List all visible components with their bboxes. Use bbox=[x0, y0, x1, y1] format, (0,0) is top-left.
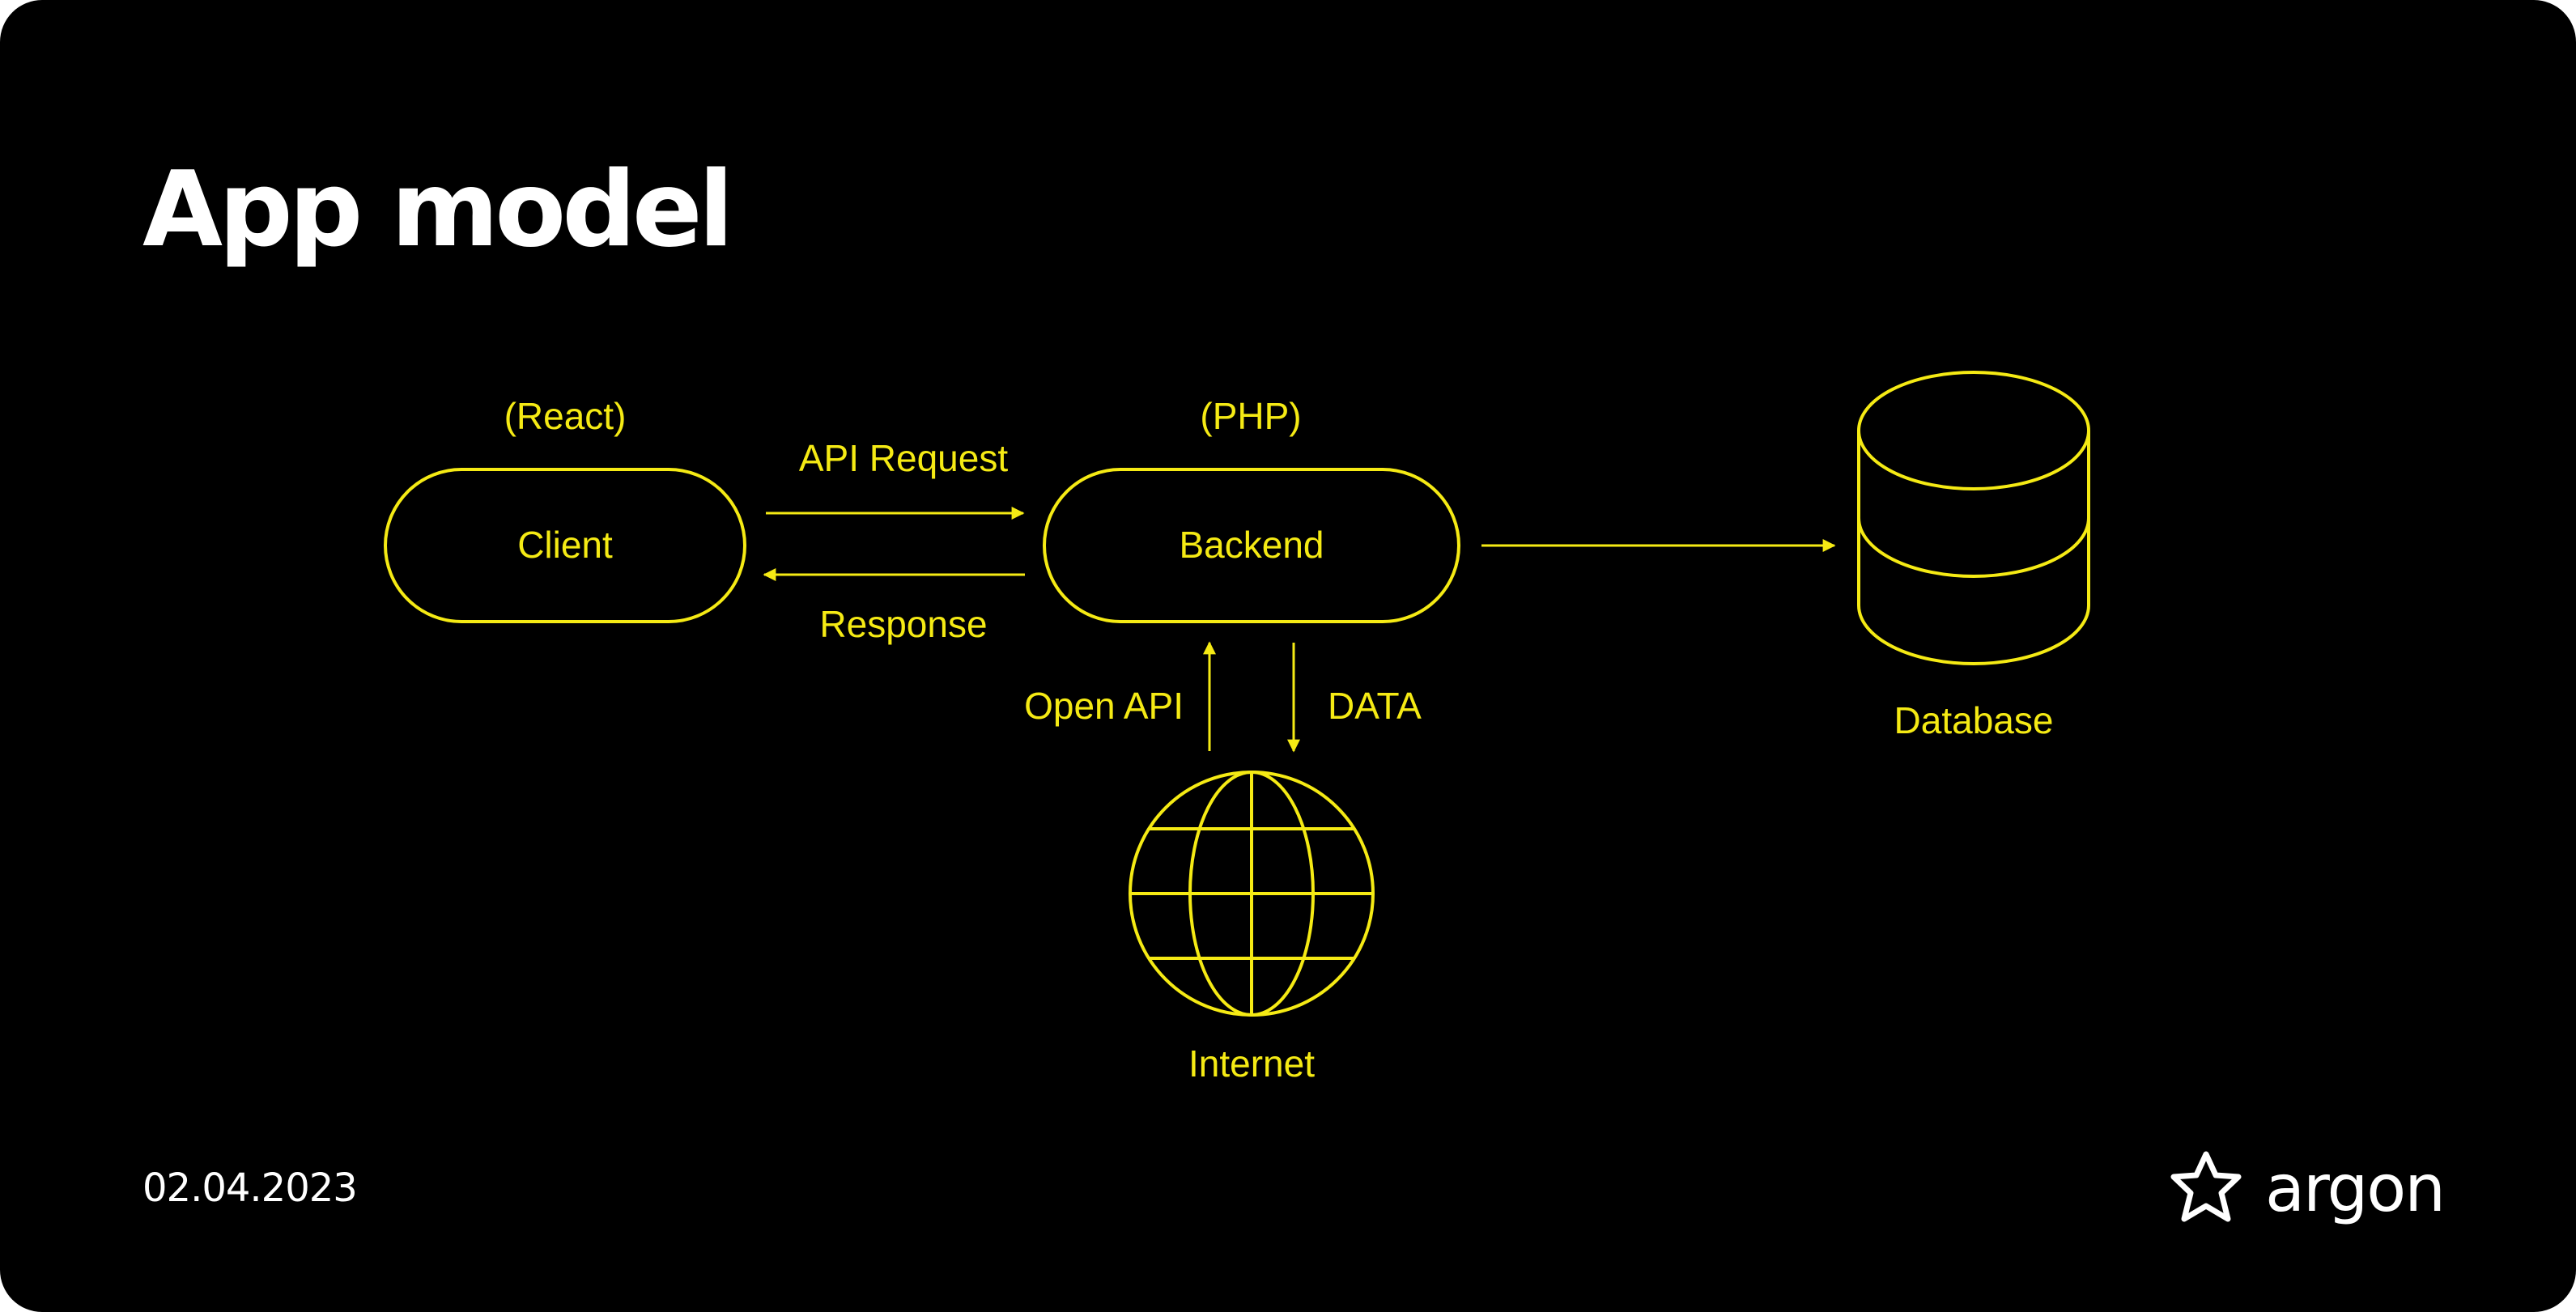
internet-label: Internet bbox=[1188, 1042, 1315, 1085]
globe-icon bbox=[1129, 771, 1375, 1017]
brand-logo: argon bbox=[2170, 1151, 2446, 1226]
api-request-label: API Request bbox=[799, 437, 1008, 479]
database-icon bbox=[1857, 371, 2090, 665]
backend-node: (PHP) Backend bbox=[1043, 395, 1460, 623]
internet-node: Internet bbox=[1129, 771, 1375, 1085]
client-label: Client bbox=[517, 524, 613, 566]
open-api-label: Open API bbox=[1024, 685, 1184, 727]
database-label: Database bbox=[1894, 699, 2054, 741]
client-shape bbox=[384, 468, 746, 623]
data-label: DATA bbox=[1328, 685, 1422, 727]
brand-name: argon bbox=[2265, 1151, 2444, 1226]
backend-label: Backend bbox=[1179, 524, 1324, 566]
page-title: App model bbox=[142, 150, 733, 270]
backend-shape bbox=[1043, 468, 1460, 623]
database-node: Database bbox=[1857, 371, 2090, 741]
backend-tech-label: (PHP) bbox=[1200, 395, 1301, 437]
client-node: (React) Client bbox=[384, 395, 746, 623]
client-tech-label: (React) bbox=[504, 395, 627, 437]
date-label: 02.04.2023 bbox=[142, 1166, 358, 1211]
response-label: Response bbox=[819, 603, 987, 645]
star-outline-icon bbox=[2170, 1151, 2242, 1222]
